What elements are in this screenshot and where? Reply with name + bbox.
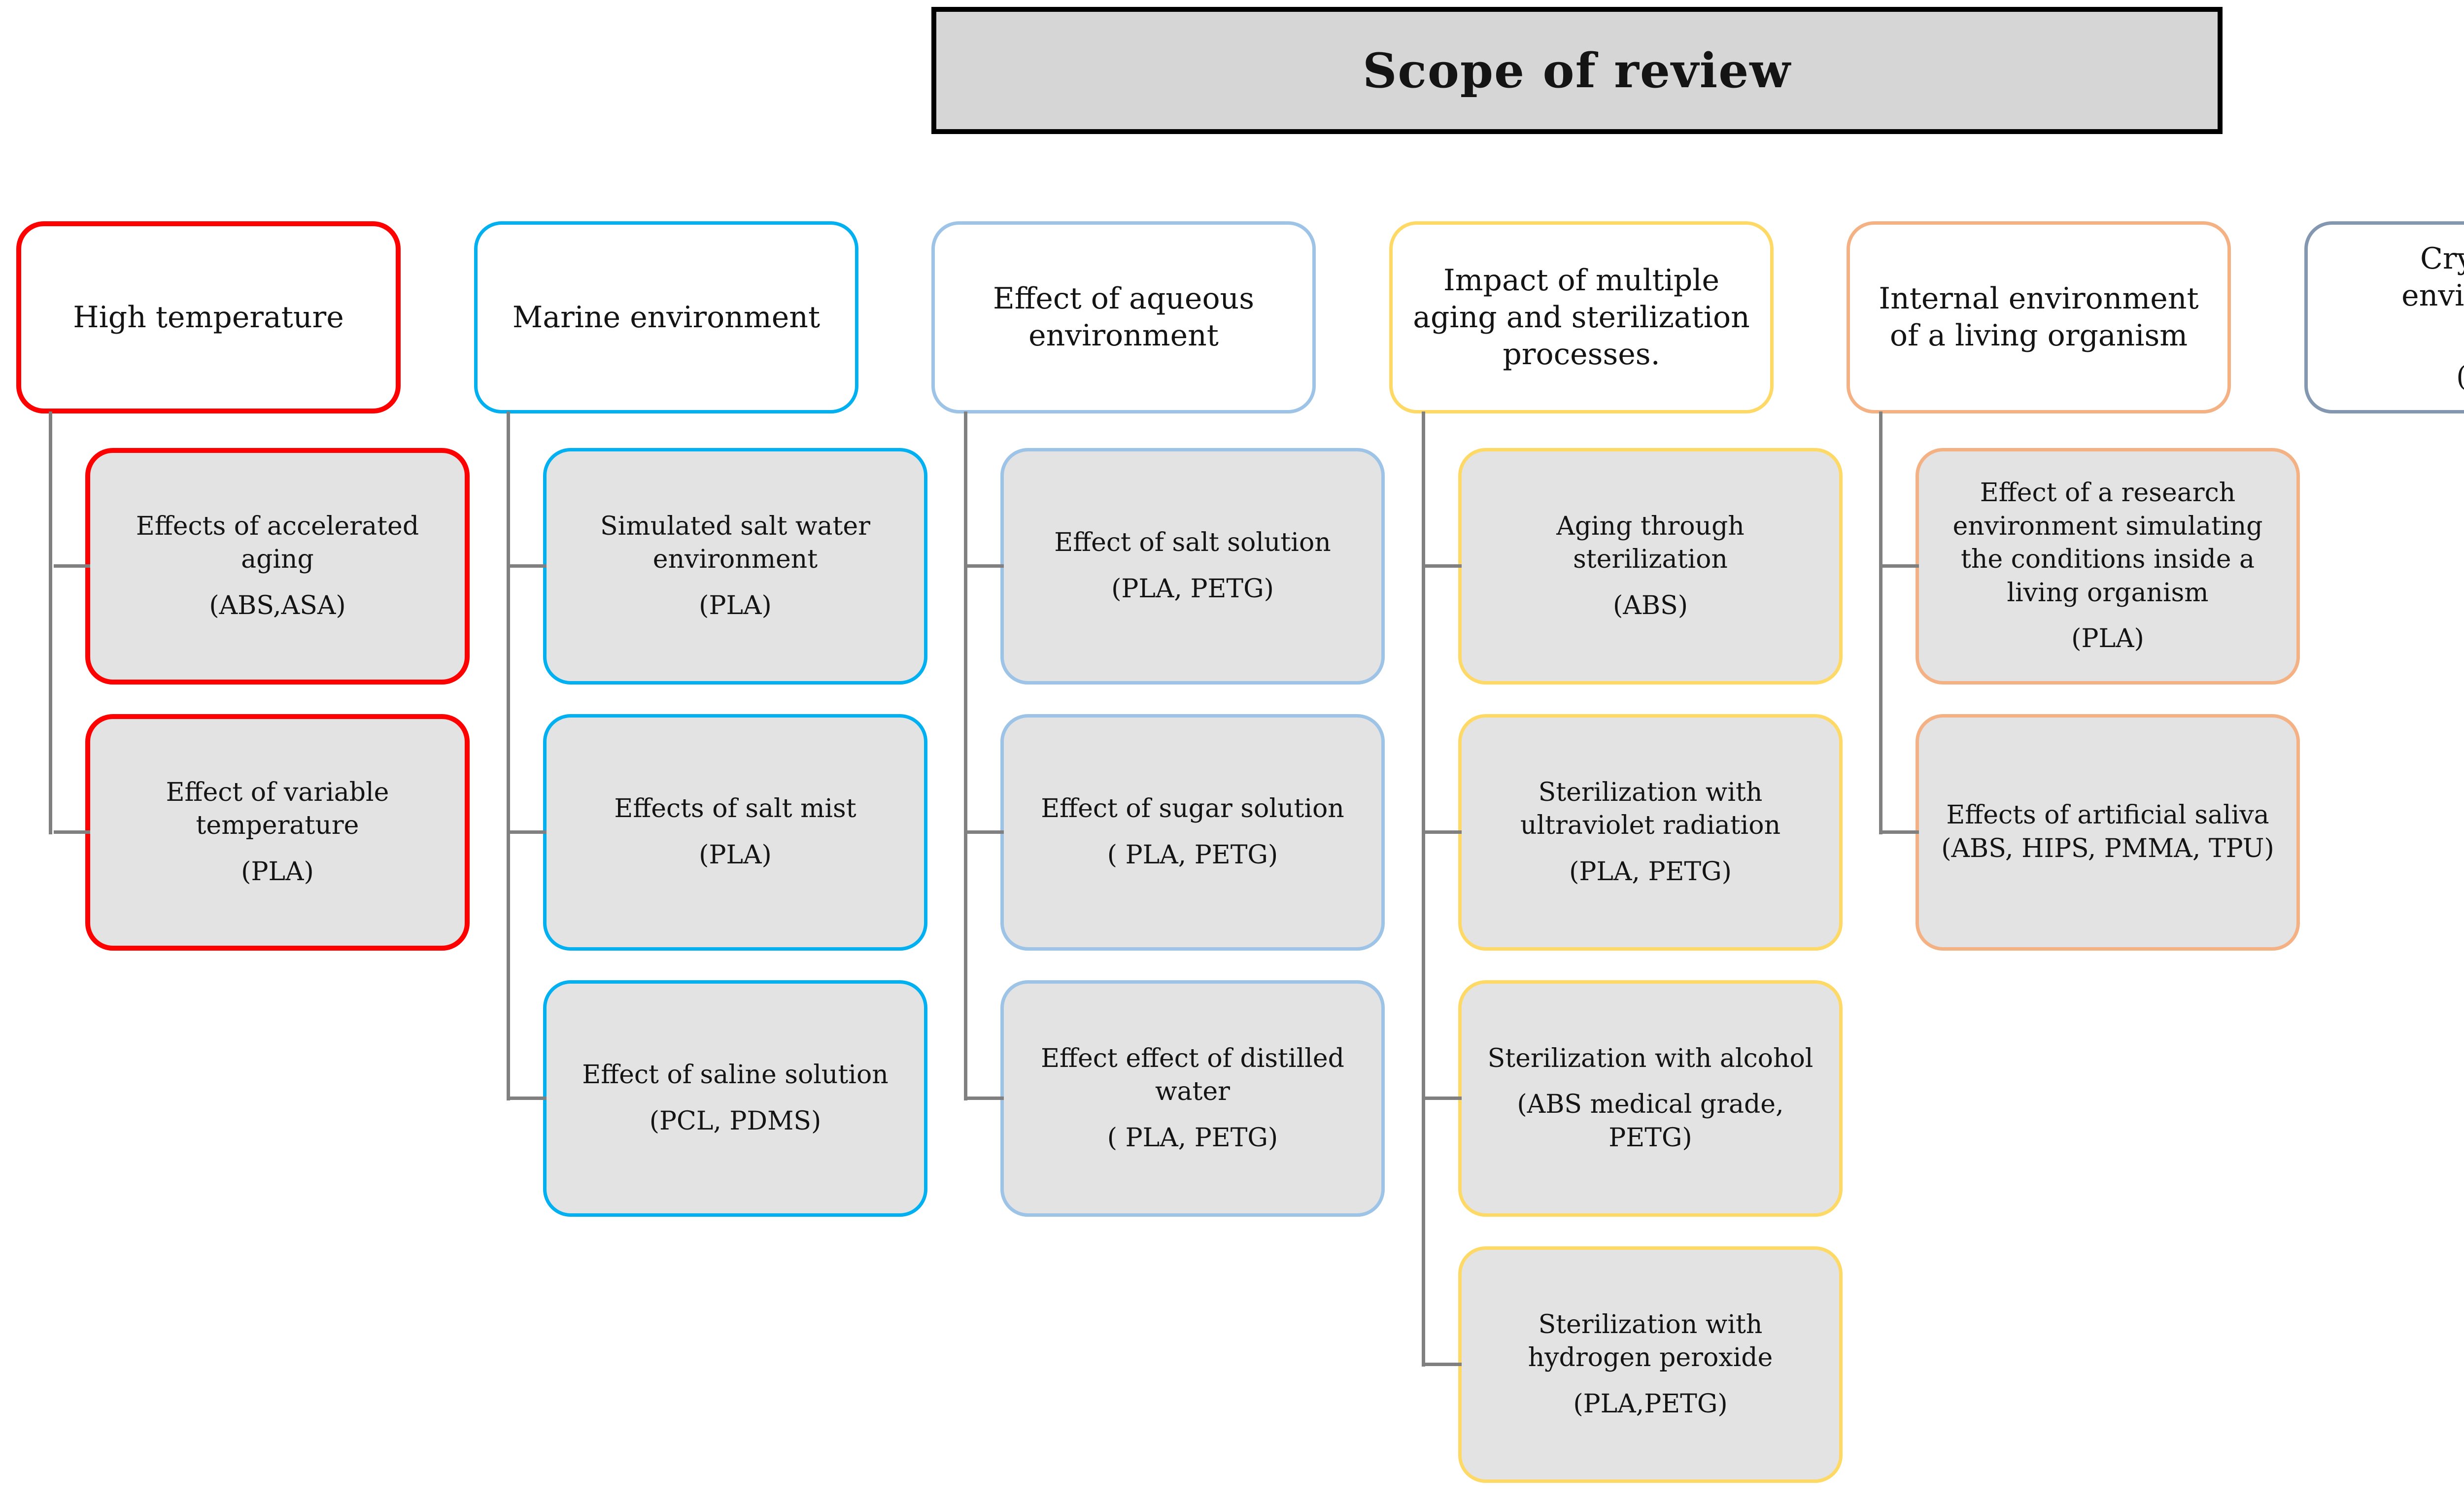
category-header-high-temperature: High temperature [16,221,401,413]
category-label: Marine environment [512,300,821,335]
subtopic-label: Sterilization with hydrogen peroxide [1528,1309,1773,1373]
category-header-aqueous-environment: Effect of aqueous environment [931,221,1316,413]
subtopic-box: Effects of salt mist (PLA) [510,714,927,951]
subtopic-label: Aging through sterilization [1556,511,1745,575]
subtopic-box: Effect of salt solution (PLA, PETG) [967,448,1385,685]
subtopic-list: Effect of salt solution(PLA, PETG)Effect… [967,448,1385,1217]
subtopic-label: Effect of saline solution [582,1060,889,1090]
title-box: Scope of review [931,7,2223,134]
subtopic-label: Sterilization with ultraviolet radiation [1520,777,1781,841]
category-header-cryogenic-environment: Cryogenic environment (ABS) [2304,221,2464,413]
category-header-aging-and-sterilization: Impact of multiple aging and sterilizati… [1389,221,1774,413]
subtopic-label: Effect of sugar solution [1041,794,1344,824]
category-label: Cryogenic environment [2401,241,2464,313]
category-materials: (ABS) [2456,360,2464,394]
page-title: Scope of review [1363,42,1791,99]
subtopic-label: Effect of variable temperature [166,777,389,841]
subtopic-list: Aging through sterilization (ABS) Steriliz… [1425,448,1843,1483]
subtopic-box: Effect of saline solution (PCL, PDMS) [510,980,927,1217]
category-label: Effect of aqueous environment [992,281,1254,353]
subtopic-box: Sterilization with ultraviolet radiation… [1425,714,1843,951]
connector-trunk [1422,412,1425,1367]
connector-trunk [507,412,510,1100]
subtopic-materials: ( PLA, PETG) [1107,840,1278,870]
subtopic-box: Simulated salt water environment (PLA) [510,448,927,685]
subtopic-materials: ( PLA, PETG) [1107,1123,1278,1153]
subtopic-box: Effect of variable temperature (PLA) [54,714,470,951]
category-column-living-organism: Internal environment of a living organis… [1847,221,2300,951]
subtopic-materials: (PLA,PETG) [1573,1389,1728,1419]
subtopic-label: Sterilization with alcohol [1487,1043,1814,1073]
category-header-marine-environment: Marine environment [474,221,858,413]
subtopic-materials: (ABS,ASA) [209,590,346,620]
subtopic-box: Aging through sterilization (ABS) [1425,448,1843,685]
subtopic-label: Effects of artificial saliva (ABS, HIPS,… [1941,800,2274,863]
subtopic-box: Effects of artificial saliva (ABS, HIPS,… [1882,714,2300,951]
subtopic-label: Effects of accelerated aging [136,511,419,575]
subtopic-materials: (PLA, PETG) [1111,574,1274,604]
subtopic-box: Effects of accelerated aging (ABS,ASA) [54,448,470,685]
subtopic-materials: (PLA) [699,590,772,620]
category-column-aging-and-sterilization: Impact of multiple aging and sterilizati… [1389,221,1843,1483]
subtopic-label: Effects of salt mist [614,794,856,824]
subtopic-box: Effect of a research environment simulat… [1882,448,2300,685]
category-label: Impact of multiple aging and sterilizati… [1413,263,1750,372]
subtopic-label: Effect effect of distilled water [1041,1043,1344,1107]
subtopic-materials: (PLA) [241,857,314,887]
subtopic-box: Sterilization with hydrogen peroxide (PLA… [1425,1246,1843,1483]
subtopic-materials: (PLA) [2071,624,2144,654]
subtopic-materials: (ABS) [1613,590,1688,620]
category-column-cryogenic-environment: Cryogenic environment (ABS) [2304,221,2464,413]
subtopic-materials: (PCL, PDMS) [649,1106,821,1136]
connector-trunk [964,412,967,1100]
connector-trunk [1879,412,1882,834]
subtopic-box: Effect of sugar solution ( PLA, PETG) [967,714,1385,951]
subtopic-list: Effect of a research environment simulat… [1882,448,2300,951]
category-header-living-organism: Internal environment of a living organis… [1847,221,2231,413]
connector-trunk [49,412,52,834]
category-label: High temperature [73,300,344,335]
category-label: Internal environment of a living organis… [1879,281,2199,353]
subtopic-materials: (ABS medical grade, PETG) [1517,1090,1784,1153]
subtopic-box: Effect effect of distilled water ( PLA, P… [967,980,1385,1217]
subtopic-materials: (PLA) [699,840,772,870]
subtopic-materials: (PLA, PETG) [1569,857,1732,887]
subtopic-label: Simulated salt water environment [600,511,870,575]
subtopic-box: Sterilization with alcohol (ABS medical g… [1425,980,1843,1217]
subtopic-list: Simulated salt water environment(PLA)Eff… [510,448,927,1217]
subtopic-label: Effect of salt solution [1054,528,1331,558]
subtopic-label: Effect of a research environment simulat… [1952,478,2263,608]
subtopic-list: Effects of accelerated aging(ABS,ASA)Eff… [54,448,470,951]
